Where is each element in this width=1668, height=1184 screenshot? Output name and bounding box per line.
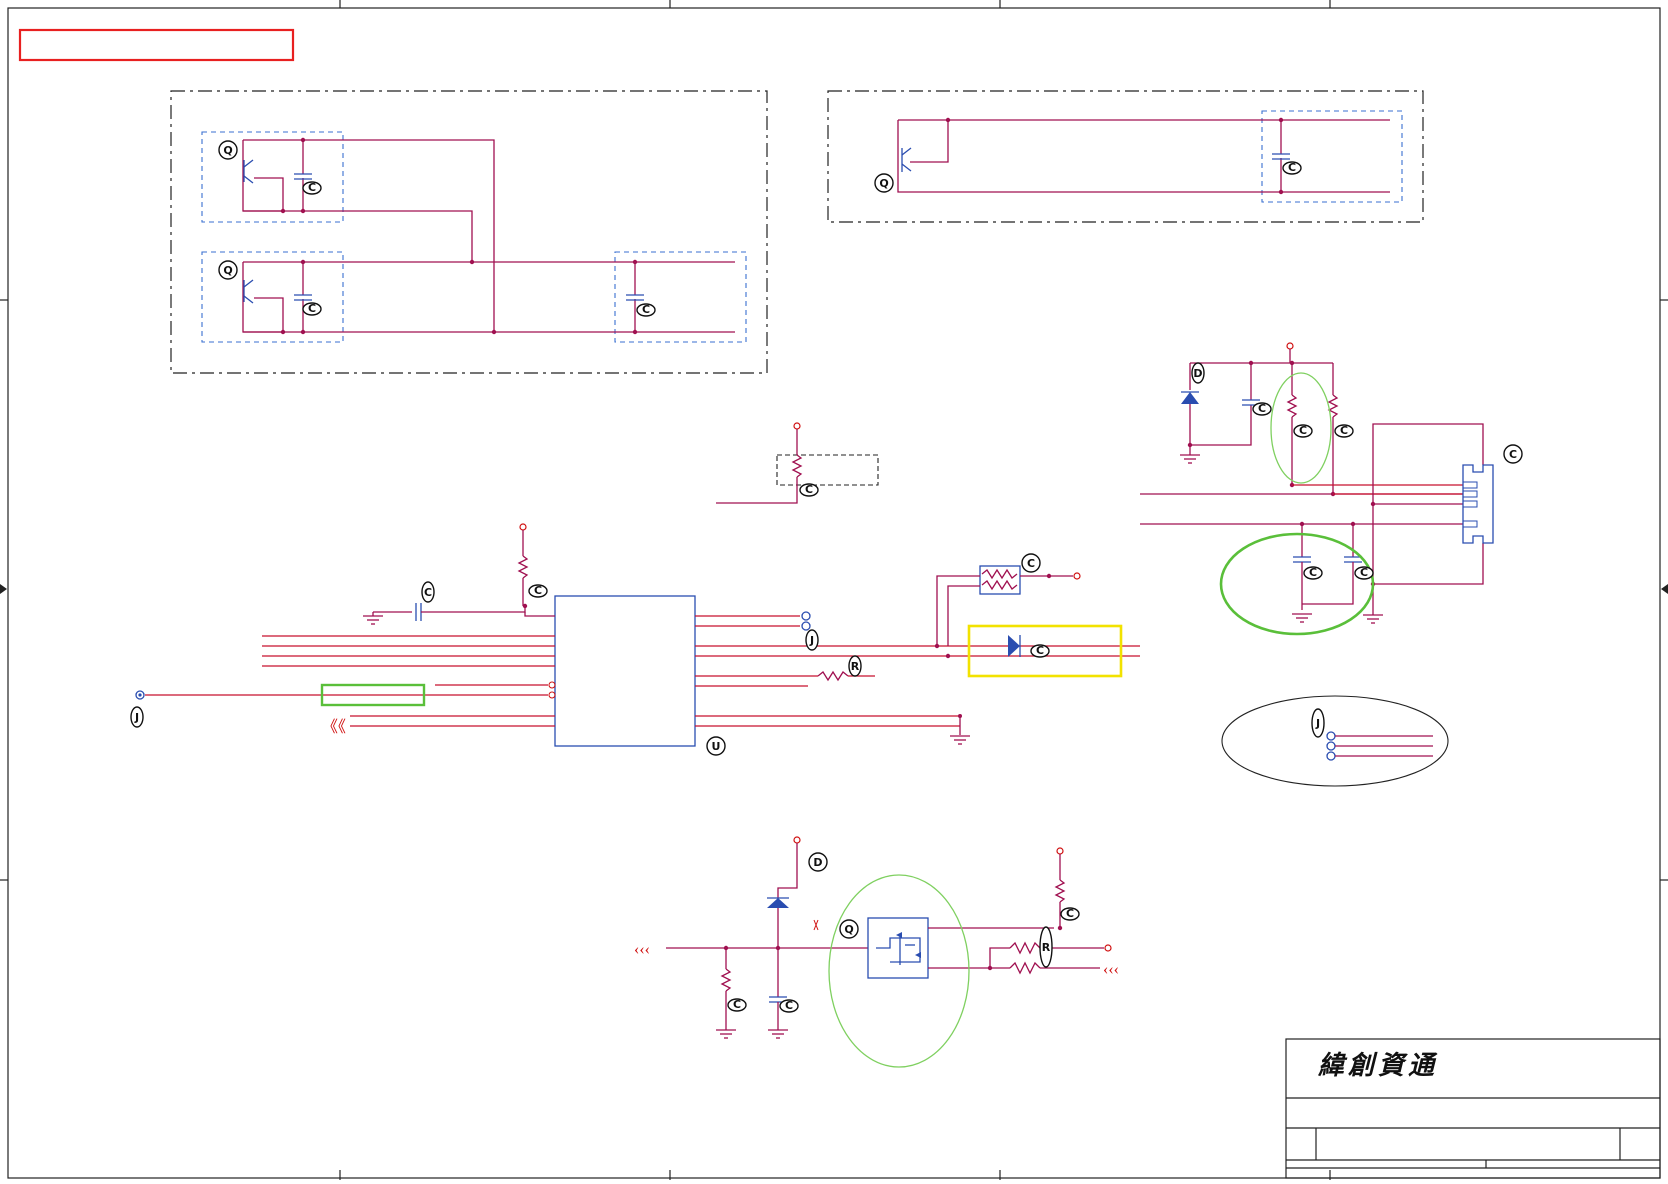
svg-text:C: C	[805, 483, 813, 496]
tag-q-top-2: Q	[218, 260, 238, 280]
svg-text:D: D	[1193, 367, 1202, 380]
svg-text:C: C	[1036, 644, 1044, 657]
title-block: 緯創資通	[1285, 1038, 1661, 1179]
light-green-ellipse-1	[1270, 372, 1332, 484]
svg-text:Q: Q	[223, 264, 232, 277]
svg-text:‹‹‹: ‹‹‹	[1103, 961, 1119, 978]
svg-text:C: C	[424, 586, 432, 599]
svg-text:C: C	[1288, 161, 1296, 174]
top-right-transistor-group	[827, 90, 1424, 223]
value-tag: C	[636, 303, 656, 317]
svg-text:C: C	[785, 999, 793, 1012]
green-ellipse	[1219, 532, 1375, 636]
svg-text:C: C	[1066, 907, 1074, 920]
svg-text:D: D	[813, 856, 822, 869]
main-ic-block: 《《	[135, 523, 1140, 747]
svg-text:C: C	[1340, 424, 1348, 437]
svg-text:C: C	[642, 303, 650, 316]
value-tag: C	[302, 302, 322, 316]
tag-q-top-1: Q	[218, 140, 238, 160]
svg-text:C: C	[1027, 557, 1035, 570]
company-name: 緯創資通	[1317, 1051, 1438, 1080]
svg-text:Q: Q	[879, 177, 888, 190]
svg-text:C: C	[733, 998, 741, 1011]
ground-symbols	[363, 454, 1383, 1039]
value-tag: C	[528, 584, 548, 598]
svg-text:C: C	[1509, 448, 1517, 461]
tag-connector: C	[1503, 444, 1523, 464]
tag-mosfet: Q	[839, 919, 859, 939]
designator-tags: Q Q Q C C U Q D D J C J R J R C C C C C …	[130, 140, 1523, 1013]
svg-text:J: J	[1315, 717, 1320, 730]
svg-text:J: J	[809, 634, 814, 647]
tag-res-pair: R	[1039, 926, 1053, 968]
tag-ic-res: R	[848, 655, 862, 677]
value-tag: C	[779, 999, 799, 1013]
svg-text:Q: Q	[223, 144, 232, 157]
value-tag: C	[1252, 402, 1272, 416]
svg-text:C: C	[308, 181, 316, 194]
svg-text:U: U	[712, 740, 721, 753]
tag-fuse: C	[1021, 553, 1041, 573]
value-tag: C	[302, 181, 322, 195]
top-left-transistor-group	[170, 90, 768, 374]
svg-text:R: R	[851, 660, 860, 673]
tag-pin-left: J	[130, 706, 144, 728]
svg-text:C: C	[308, 302, 316, 315]
tag-zener-top: D	[1191, 362, 1205, 384]
yellow-highlight-box	[967, 624, 1123, 678]
svg-text:C: C	[1258, 402, 1266, 415]
tag-header: J	[1311, 708, 1325, 738]
value-tag: C	[1030, 644, 1050, 658]
svg-text:J: J	[134, 711, 139, 724]
tag-ic: U	[706, 736, 726, 756]
value-tag: C	[1354, 566, 1374, 580]
value-tag: C	[1060, 907, 1080, 921]
light-green-ellipse-2	[828, 874, 970, 1068]
svg-text:‹‹‹: ‹‹‹	[634, 941, 650, 958]
tag-q-right: Q	[874, 173, 894, 193]
value-tag: C	[799, 483, 819, 497]
tag-ic-pin: J	[805, 629, 819, 651]
green-highlight-box	[320, 683, 426, 707]
header-pins-block	[1221, 695, 1449, 787]
svg-text:C: C	[1299, 424, 1307, 437]
svg-text:R: R	[1042, 941, 1051, 954]
mosfet-section: ‹‹‹ ‹‹	[634, 836, 1119, 1068]
value-tag: C	[727, 998, 747, 1012]
fuse-and-diode	[934, 565, 1123, 678]
red-highlight-box	[18, 28, 295, 62]
svg-text:Q: Q	[844, 923, 853, 936]
tag-cap-ic: C	[421, 581, 435, 603]
value-tag: C	[1282, 161, 1302, 175]
svg-text:C: C	[534, 584, 542, 597]
svg-text:C: C	[1309, 566, 1317, 579]
svg-text:C: C	[1360, 566, 1368, 579]
pullup-resistor-block	[716, 422, 879, 504]
value-tag: C	[1293, 424, 1313, 438]
svg-text:《《: 《《	[322, 719, 346, 736]
value-tag: C	[1334, 424, 1354, 438]
connector-section	[1140, 342, 1494, 636]
value-tag: C	[1303, 566, 1323, 580]
tag-zener-bottom: D	[808, 852, 828, 872]
